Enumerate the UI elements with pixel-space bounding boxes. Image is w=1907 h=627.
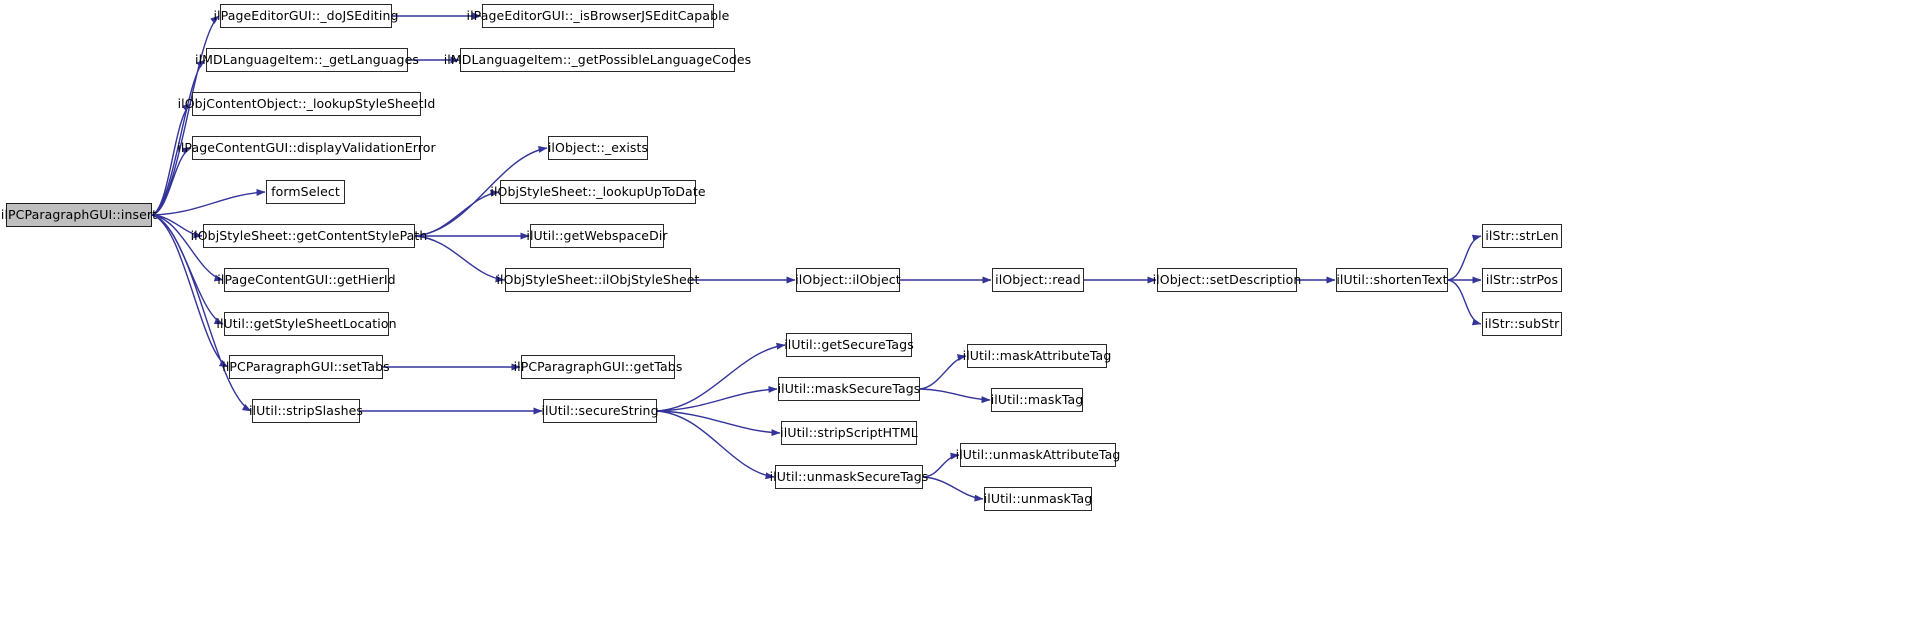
graph-node[interactable]: ilStr::strLen <box>1482 224 1562 248</box>
graph-node-label: ilMDLanguageItem::_getPossibleLanguageCo… <box>443 51 752 67</box>
graph-node-label: formSelect <box>271 183 340 199</box>
graph-node[interactable]: ilUtil::secureString <box>541 399 659 423</box>
graph-node[interactable]: ilUtil::stripScriptHTML <box>780 421 918 445</box>
edge-paths <box>151 12 1482 502</box>
graph-node[interactable]: ilPageContentGUI::displayValidationError <box>177 136 436 160</box>
graph-edge <box>656 410 775 480</box>
graph-node-label: ilUtil::maskTag <box>990 391 1084 407</box>
graph-edge <box>656 342 786 412</box>
graph-edge <box>151 15 220 216</box>
graph-node[interactable]: ilPageEditorGUI::_isBrowserJSEditCapable <box>467 4 729 28</box>
graph-node[interactable]: ilObject::read <box>992 268 1084 292</box>
graph-edge <box>151 147 192 216</box>
graph-node-label: ilPageEditorGUI::_isBrowserJSEditCapable <box>466 7 730 23</box>
graph-edge <box>414 189 500 237</box>
graph-node[interactable]: ilUtil::maskTag <box>991 388 1083 412</box>
graph-edge <box>414 235 505 283</box>
graph-node[interactable]: ilPageContentGUI::getHierId <box>217 268 396 292</box>
graph-node-label: ilUtil::getSecureTags <box>784 336 914 352</box>
graph-node[interactable]: ilObjStyleSheet::_lookupUpToDate <box>490 180 706 204</box>
graph-edge <box>151 103 192 216</box>
graph-edge <box>151 214 252 412</box>
graph-node-label: ilMDLanguageItem::_getLanguages <box>195 51 419 67</box>
graph-node[interactable]: ilUtil::getStyleSheetLocation <box>216 312 397 336</box>
graph-node-label: ilPageContentGUI::displayValidationError <box>177 139 436 155</box>
graph-node[interactable]: ilUtil::unmaskSecureTags <box>770 465 928 489</box>
graph-node-label: ilObjContentObject::_lookupStyleSheetId <box>177 95 436 111</box>
graph-node[interactable]: ilPageEditorGUI::_doJSEditing <box>213 4 398 28</box>
graph-node[interactable]: ilObject::_exists <box>548 136 648 160</box>
graph-edge <box>922 452 960 478</box>
graph-node[interactable]: ilUtil::shortenText <box>1336 268 1448 292</box>
graph-node-label: ilUtil::secureString <box>541 402 659 418</box>
graph-node[interactable]: ilMDLanguageItem::_getLanguages <box>195 48 419 72</box>
graph-edge <box>151 214 229 368</box>
graph-node[interactable]: ilUtil::getSecureTags <box>784 333 914 357</box>
graph-node-label: ilObject::_exists <box>547 139 649 155</box>
graph-node[interactable]: ilUtil::maskSecureTags <box>778 377 920 401</box>
graph-node[interactable]: ilObjStyleSheet::ilObjStyleSheet <box>496 268 699 292</box>
graph-node[interactable]: ilStr::subStr <box>1482 312 1562 336</box>
graph-node[interactable]: ilUtil::unmaskTag <box>984 487 1092 511</box>
graph-node-label: ilUtil::getWebspaceDir <box>526 227 668 243</box>
graph-node[interactable]: ilObjStyleSheet::getContentStylePath <box>191 224 427 248</box>
graph-node-label: ilPCParagraphGUI::getTabs <box>513 358 683 374</box>
graph-edge <box>922 476 984 502</box>
graph-node[interactable]: ilObject::ilObject <box>795 268 901 292</box>
graph-node-label: ilPageEditorGUI::_doJSEditing <box>213 7 399 23</box>
graph-node-label: ilObject::read <box>995 271 1081 287</box>
graph-node-label: ilPCParagraphGUI::insert <box>0 206 158 222</box>
graph-node[interactable]: ilObjContentObject::_lookupStyleSheetId <box>178 92 435 116</box>
graph-node[interactable]: formSelect <box>266 180 345 204</box>
graph-node[interactable]: ilObject::setDescription <box>1153 268 1301 292</box>
graph-node-label: ilUtil::shortenText <box>1336 271 1448 287</box>
graph-edge <box>151 188 266 216</box>
graph-edge <box>1447 279 1482 326</box>
graph-node-label: ilUtil::maskSecureTags <box>777 380 921 396</box>
graph-edge <box>656 410 781 437</box>
graph-node[interactable]: ilUtil::maskAttributeTag <box>963 344 1111 368</box>
graph-node[interactable]: ilPCParagraphGUI::getTabs <box>514 355 682 379</box>
graph-edge <box>656 385 778 412</box>
graph-node-label: ilStr::strPos <box>1485 271 1559 287</box>
graph-edge <box>151 214 224 282</box>
graph-node-label: ilPCParagraphGUI::setTabs <box>222 358 390 374</box>
graph-node-label: ilUtil::getStyleSheetLocation <box>216 315 397 331</box>
graph-node-label: ilObjStyleSheet::_lookupUpToDate <box>490 183 706 199</box>
graph-node-label: ilUtil::maskAttributeTag <box>962 347 1112 363</box>
graph-node-label: ilUtil::stripSlashes <box>248 402 364 418</box>
graph-node-root[interactable]: ilPCParagraphGUI::insert <box>1 203 157 227</box>
graph-node[interactable]: ilUtil::getWebspaceDir <box>526 224 668 248</box>
graph-node-label: ilObject::setDescription <box>1152 271 1302 287</box>
graph-node[interactable]: ilStr::strPos <box>1482 268 1562 292</box>
graph-node-label: ilUtil::stripScriptHTML <box>780 424 918 440</box>
graph-node[interactable]: ilMDLanguageItem::_getPossibleLanguageCo… <box>444 48 751 72</box>
graph-node-label: ilStr::strLen <box>1485 227 1559 243</box>
graph-node-label: ilStr::subStr <box>1484 315 1560 331</box>
graph-node-label: ilObjStyleSheet::getContentStylePath <box>190 227 428 243</box>
graph-node[interactable]: ilPCParagraphGUI::setTabs <box>222 355 390 379</box>
graph-node-label: ilUtil::unmaskAttributeTag <box>955 446 1121 462</box>
graph-edge <box>919 354 967 390</box>
graph-edge <box>919 388 991 404</box>
graph-node[interactable]: ilUtil::stripSlashes <box>248 399 364 423</box>
graph-node[interactable]: ilUtil::unmaskAttributeTag <box>956 443 1120 467</box>
graph-node-label: ilUtil::unmaskSecureTags <box>769 468 929 484</box>
graph-node-label: ilUtil::unmaskTag <box>983 490 1093 506</box>
graph-node-label: ilObjStyleSheet::ilObjStyleSheet <box>496 271 700 287</box>
graph-node-label: ilObject::ilObject <box>795 271 901 287</box>
graph-node-label: ilPageContentGUI::getHierId <box>217 271 396 287</box>
graph-edge <box>1447 234 1482 281</box>
